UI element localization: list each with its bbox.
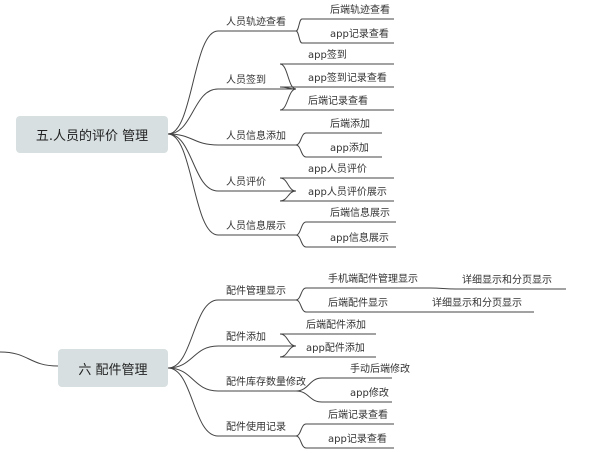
root6-grandchild-0-0[interactable]: 详细显示和分页显示 (462, 275, 552, 286)
root5-child-0-0[interactable]: 后端轨迹查看 (330, 5, 390, 16)
root6-edge-child-3-0 (295, 423, 307, 437)
root6-edge-child-0-1 (295, 299, 307, 313)
root6-child-1-0[interactable]: 后端配件添加 (306, 320, 366, 331)
root6-branch-1[interactable]: 配件添加 (226, 332, 266, 343)
root5-child-0-1[interactable]: app记录查看 (330, 29, 389, 40)
root6-edge-branch-0 (167, 299, 219, 369)
root5-edge-branch-0 (167, 30, 219, 135)
root-node-personnel-evaluation[interactable]: 五.人员的评价 管理 (16, 116, 168, 153)
root6-branch-0[interactable]: 配件管理显示 (226, 286, 286, 297)
root5-edge-child-3-0 (279, 177, 297, 192)
root6-edge-branch-3 (167, 367, 219, 437)
root6-child-1-1[interactable]: app配件添加 (306, 343, 365, 354)
root5-child-2-1[interactable]: app添加 (330, 143, 369, 154)
root5-child-4-0[interactable]: 后端信息展示 (330, 208, 390, 219)
root5-edge-child-1-0 (279, 63, 297, 90)
root5-child-2-0[interactable]: 后端添加 (330, 119, 370, 130)
root5-edge-branch-1 (167, 88, 219, 135)
root6-child-0-0[interactable]: 手机端配件管理显示 (328, 274, 418, 285)
root5-child-3-0[interactable]: app人员评价 (308, 164, 367, 175)
root5-edge-child-1-2 (279, 88, 297, 111)
root5-child-4-1[interactable]: app信息展示 (330, 233, 389, 244)
root6-edge-branch-1 (167, 345, 219, 369)
root-node-parts-management[interactable]: 六 配件管理 (58, 349, 168, 387)
root6-child-3-1[interactable]: app记录查看 (328, 434, 387, 445)
root5-branch-3[interactable]: 人员评价 (226, 177, 266, 188)
root6-grandchild-0-1[interactable]: 详细显示和分页显示 (432, 298, 522, 309)
root6-child-2-1[interactable]: app修改 (350, 388, 389, 399)
root5-edge-branch-3 (167, 133, 219, 192)
root6-child-2-0[interactable]: 手动后端修改 (350, 364, 410, 375)
root5-child-1-2[interactable]: 后端记录查看 (308, 96, 368, 107)
root6-edge-child-0-0 (295, 287, 307, 301)
root5-branch-2[interactable]: 人员信息添加 (226, 131, 286, 142)
root5-branch-4[interactable]: 人员信息展示 (226, 221, 286, 232)
root6-edge-child-2-1 (295, 390, 323, 403)
root5-edge-child-2-1 (295, 144, 307, 158)
root6-edge-child-2-0 (295, 377, 323, 392)
root6-edge-grand-0-0 (429, 287, 457, 290)
root5-edge-child-2-0 (295, 132, 307, 146)
root5-edge-branch-2 (167, 133, 219, 146)
root6-branch-2[interactable]: 配件库存数量修改 (226, 377, 306, 388)
root5-edge-child-3-1 (279, 190, 297, 202)
root6-child-0-1[interactable]: 后端配件显示 (328, 298, 388, 309)
root5-child-1-0[interactable]: app签到 (308, 50, 347, 61)
root5-edge-child-0-1 (295, 30, 303, 44)
root6-edge-child-3-1 (295, 435, 307, 449)
root5-branch-1[interactable]: 人员签到 (226, 75, 266, 86)
root5-edge-branch-4 (167, 133, 219, 236)
root5-edge-child-0-0 (295, 18, 303, 32)
root6-branch-3[interactable]: 配件使用记录 (226, 422, 286, 433)
root6-edge-child-1-0 (279, 333, 297, 347)
root6-edge-branch-2 (167, 367, 219, 392)
root5-edge-child-4-1 (295, 234, 307, 248)
root5-child-1-1[interactable]: app签到记录查看 (308, 73, 387, 84)
root5-edge-child-4-0 (295, 221, 307, 236)
root5-branch-0[interactable]: 人员轨迹查看 (226, 17, 286, 28)
incoming-link-root6 (0, 351, 59, 367)
root5-child-3-1[interactable]: app人员评价展示 (308, 187, 387, 198)
root6-edge-child-1-1 (279, 345, 297, 358)
root6-child-3-0[interactable]: 后端记录查看 (328, 410, 388, 421)
